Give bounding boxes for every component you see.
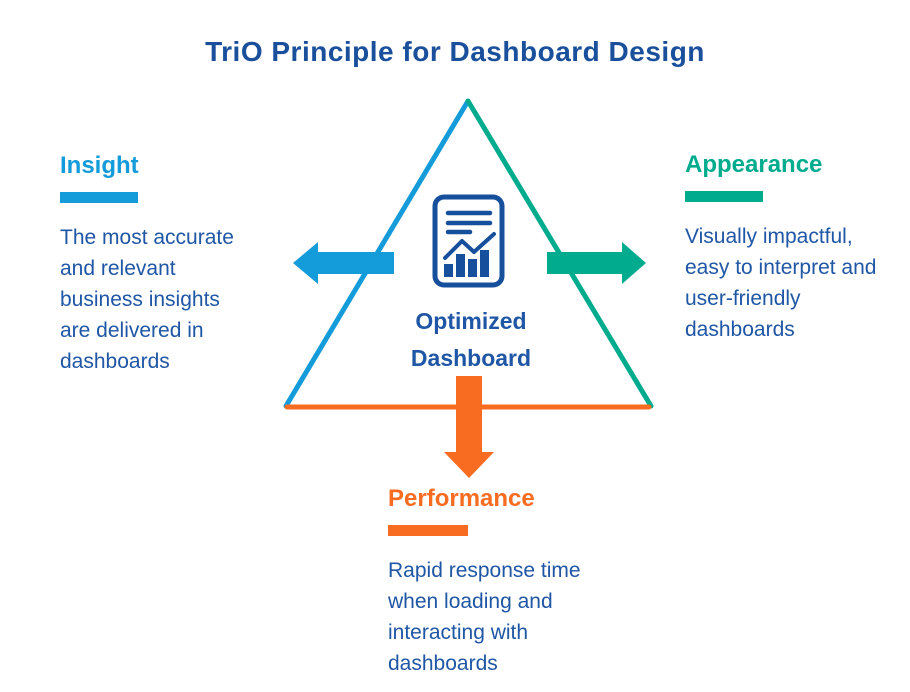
report-chart-icon	[432, 194, 505, 288]
appearance-underline-bar	[685, 191, 763, 202]
performance-down-arrow-icon	[444, 376, 494, 478]
performance-description: Rapid response time when loading and int…	[388, 559, 581, 675]
appearance-description: Visually impactful, easy to interpret an…	[685, 225, 877, 341]
appearance-right-arrow-icon	[547, 242, 646, 284]
page-title: TriO Principle for Dashboard Design	[205, 36, 705, 67]
insight-section: Insight The most accurate and relevant b…	[60, 152, 256, 377]
performance-section: Performance Rapid response time when loa…	[388, 485, 606, 679]
optimized-dashboard-label: Optimized Dashboard	[410, 308, 532, 371]
insight-underline-bar	[60, 192, 138, 203]
insight-left-arrow-icon	[293, 242, 394, 284]
insight-description: The most accurate and relevant business …	[60, 226, 234, 373]
performance-underline-bar	[388, 525, 468, 536]
performance-heading: Performance	[388, 485, 535, 512]
appearance-section: Appearance Visually impactful, easy to i…	[685, 151, 881, 345]
insight-heading: Insight	[60, 152, 139, 179]
appearance-heading: Appearance	[685, 151, 823, 178]
